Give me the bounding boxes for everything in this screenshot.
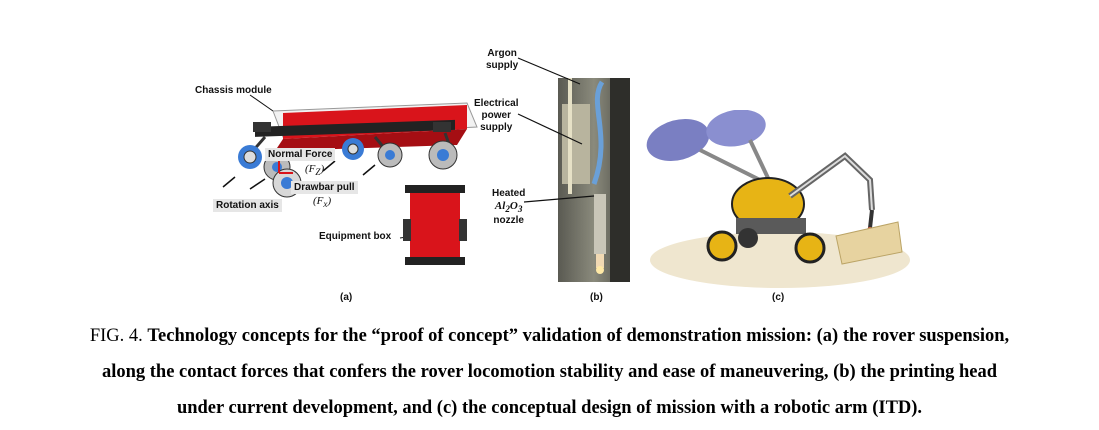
equipment-box-graphic xyxy=(403,185,467,265)
argon-line2: supply xyxy=(486,60,519,71)
fx-subscript: x xyxy=(323,199,328,210)
heated-nozzle-label: Heated Al2O3 nozzle xyxy=(492,188,525,227)
panel-a-rover-suspension: Chassis module Normal Force (FZ) Drawbar… xyxy=(195,75,495,305)
argon-supply-label: Argon supply xyxy=(486,48,518,72)
heated-line2: Al2O3 xyxy=(494,200,523,215)
chassis-module-label: Chassis module xyxy=(195,85,272,96)
fx-text: (F xyxy=(313,195,324,207)
o-sub: 3 xyxy=(517,204,523,215)
panel-a-sublabel: (a) xyxy=(340,292,353,303)
fz-subscript: Z xyxy=(315,167,321,178)
electrical-power-label: Electrical power supply xyxy=(474,98,518,134)
panel-c-sublabel: (c) xyxy=(772,292,785,303)
argon-line1: Argon xyxy=(487,48,517,59)
elec-line3: supply xyxy=(480,122,513,133)
normal-force-text: Normal Force xyxy=(268,149,333,160)
panel-c-rover-concept xyxy=(640,110,910,290)
fz-label: (FZ) xyxy=(305,163,325,178)
caption-line1-text: Technology concepts for the “proof of co… xyxy=(147,326,1010,346)
caption-line-3: under current development, and (c) the c… xyxy=(0,390,1099,426)
al-sub: 2 xyxy=(505,204,510,215)
printing-head-photo xyxy=(517,57,630,282)
panel-b-sublabel: (b) xyxy=(590,292,603,303)
heated-line3: nozzle xyxy=(493,215,524,227)
rotation-axis-text: Rotation axis xyxy=(216,200,279,211)
al-text: Al xyxy=(494,200,506,212)
fx-label: (Fx) xyxy=(313,195,332,210)
caption-line3-text: under current development, and (c) the c… xyxy=(176,398,923,418)
elec-line2: power xyxy=(481,110,511,121)
rotation-axis-label: Rotation axis xyxy=(213,199,282,212)
caption-line2-text: along the contact forces that confers th… xyxy=(101,362,998,382)
elec-line1: Electrical xyxy=(474,98,519,109)
caption-prefix: FIG. 4. xyxy=(89,326,143,346)
fz-text: (F xyxy=(305,163,316,175)
panel-b-printing-head: Argon supply Electrical power supply Hea… xyxy=(470,44,640,294)
rover-arm-illustration xyxy=(646,110,910,288)
heated-line1: Heated xyxy=(492,188,526,199)
caption-line-2: along the contact forces that confers th… xyxy=(0,354,1099,390)
normal-force-label: Normal Force xyxy=(265,148,336,161)
caption-line-1: FIG. 4. Technology concepts for the “pro… xyxy=(0,318,1099,354)
o-text: O xyxy=(509,200,518,212)
drawbar-pull-text: Drawbar pull xyxy=(294,182,355,193)
equipment-box-label: Equipment box xyxy=(319,231,392,242)
rover-suspension-illustration xyxy=(222,94,478,265)
drawbar-pull-label: Drawbar pull xyxy=(291,181,358,194)
